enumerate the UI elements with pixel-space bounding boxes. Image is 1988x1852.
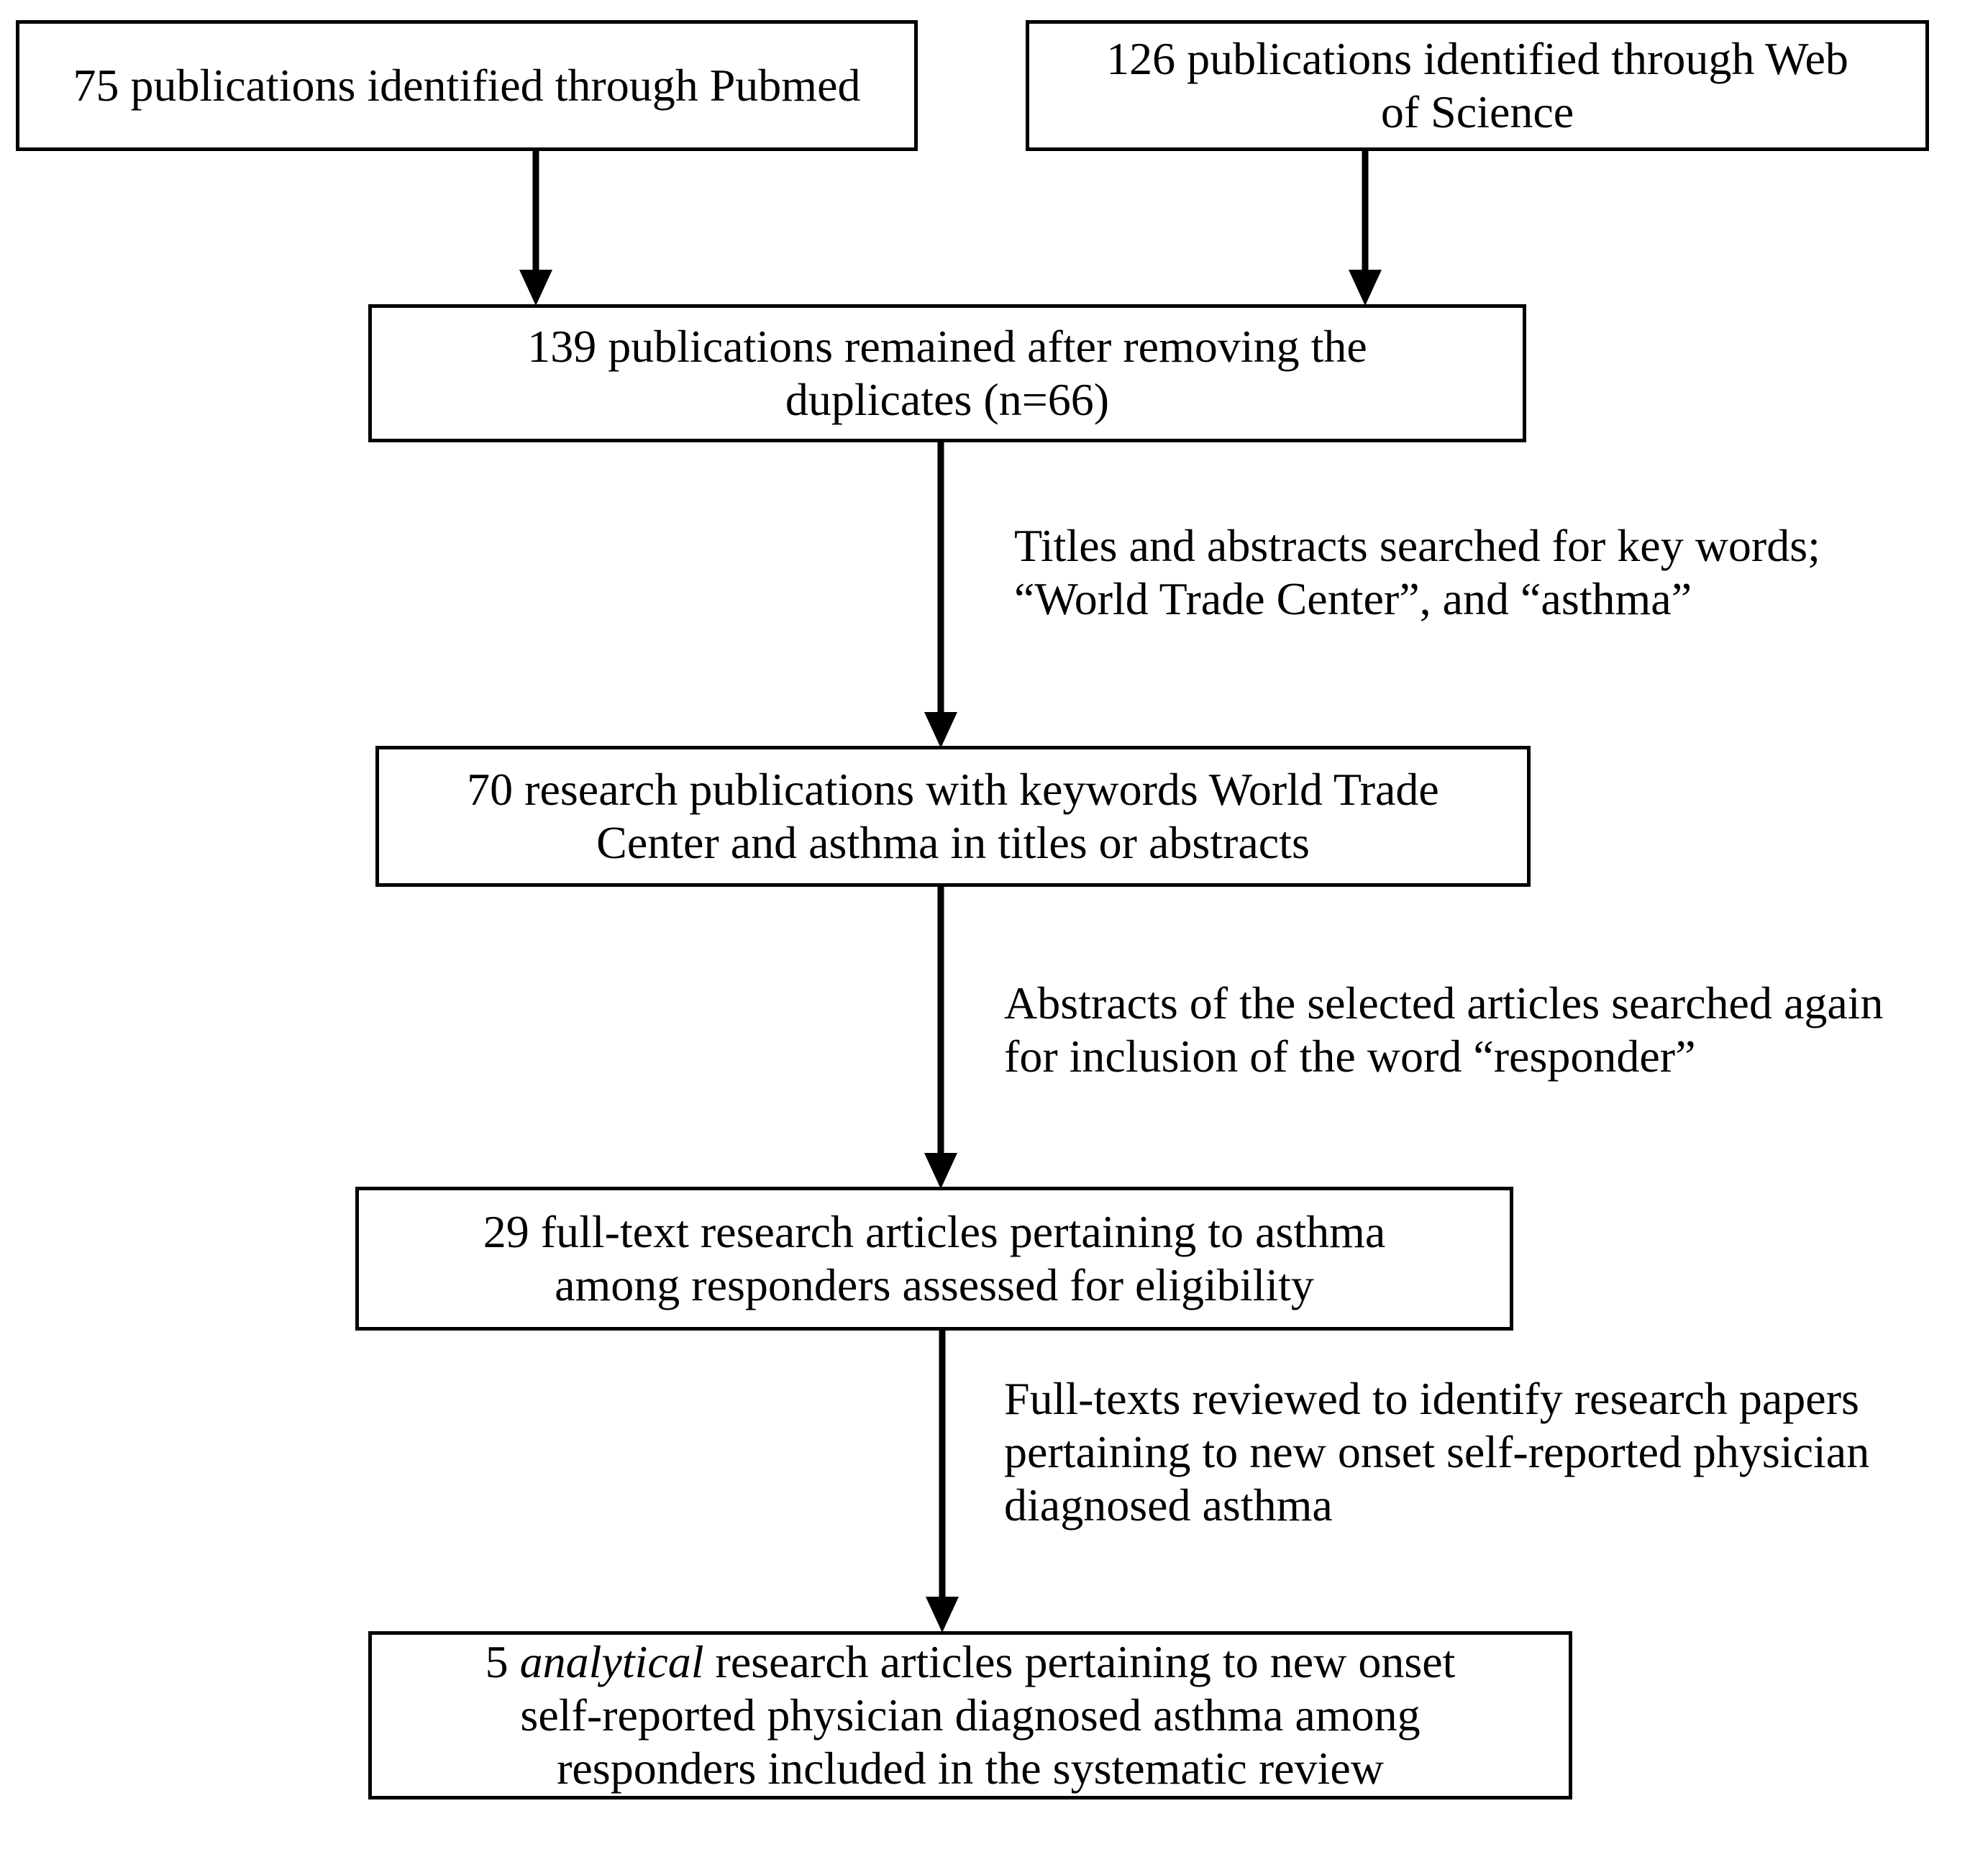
box-included-line: self-reported physician diagnosed asthma… bbox=[520, 1689, 1421, 1741]
box-dedup-line: duplicates (n=66) bbox=[785, 374, 1110, 425]
box-wos-line: of Science bbox=[1380, 86, 1574, 137]
note-line: Abstracts of the selected articles searc… bbox=[1004, 977, 1884, 1028]
included-count: 5 bbox=[485, 1636, 520, 1687]
box-keywords-line: 70 research publications with keywords W… bbox=[467, 764, 1439, 815]
note-responder-screen: Abstracts of the selected articles searc… bbox=[1004, 977, 1884, 1083]
note-line: Full-texts reviewed to identify research… bbox=[1004, 1373, 1859, 1424]
box-deduplicated: 139 publications remained after removing… bbox=[368, 304, 1526, 442]
box-keywords-line: Center and asthma in titles or abstracts bbox=[596, 817, 1310, 868]
arrow-keywords-to-fulltext bbox=[924, 887, 957, 1189]
note-line: Titles and abstracts searched for key wo… bbox=[1014, 520, 1820, 571]
box-keyword-publications: 70 research publications with keywords W… bbox=[375, 746, 1531, 887]
box-fulltext-assessed: 29 full-text research articles pertainin… bbox=[355, 1187, 1513, 1331]
included-analytical: analytical bbox=[519, 1636, 704, 1687]
arrow-dedup-to-keywords bbox=[924, 442, 957, 748]
box-pubmed-line: 75 publications identified through Pubme… bbox=[73, 60, 861, 111]
arrow-wos-to-dedup bbox=[1349, 149, 1382, 306]
box-web-of-science: 126 publications identified through Web … bbox=[1026, 20, 1929, 151]
box-included-line: responders included in the systematic re… bbox=[557, 1743, 1384, 1794]
note-line: for inclusion of the word “responder” bbox=[1004, 1031, 1696, 1082]
box-dedup-line: 139 publications remained after removing… bbox=[527, 321, 1367, 372]
box-fulltext-line: among responders assessed for eligibilit… bbox=[555, 1259, 1314, 1310]
arrow-pubmed-to-dedup bbox=[519, 149, 552, 306]
note-line: pertaining to new onset self-reported ph… bbox=[1004, 1426, 1870, 1477]
box-pubmed: 75 publications identified through Pubme… bbox=[16, 20, 918, 151]
note-line: “World Trade Center”, and “asthma” bbox=[1014, 573, 1692, 624]
note-line: diagnosed asthma bbox=[1004, 1479, 1333, 1531]
included-rest: research articles pertaining to new onse… bbox=[703, 1636, 1456, 1687]
box-fulltext-line: 29 full-text research articles pertainin… bbox=[483, 1206, 1386, 1257]
arrow-fulltext-to-included bbox=[926, 1331, 959, 1633]
note-fulltext-review: Full-texts reviewed to identify research… bbox=[1004, 1372, 1869, 1532]
box-included-studies: 5 analytical research articles pertainin… bbox=[368, 1631, 1572, 1799]
box-included-line: 5 analytical research articles pertainin… bbox=[485, 1636, 1456, 1689]
note-title-abstract-screen: Titles and abstracts searched for key wo… bbox=[1014, 519, 1820, 626]
box-wos-line: 126 publications identified through Web bbox=[1106, 33, 1848, 84]
